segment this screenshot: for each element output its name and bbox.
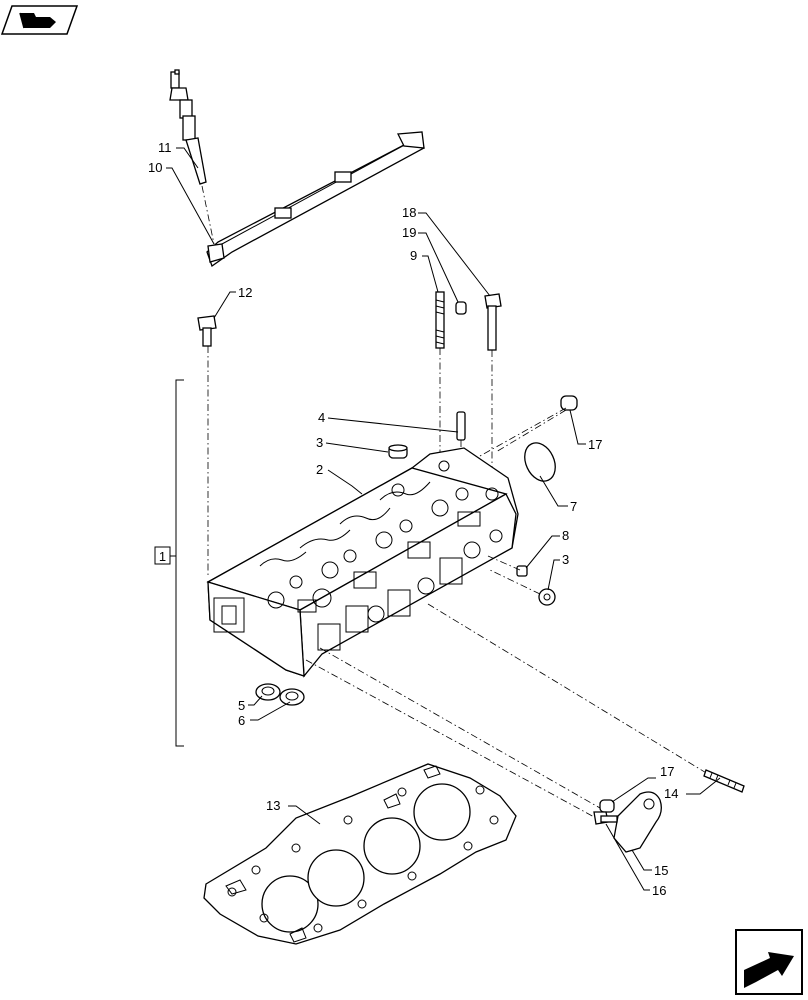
callout-8: 8 — [562, 528, 569, 543]
callout-3-side: 3 — [562, 552, 569, 567]
callout-3-top: 3 — [316, 435, 323, 450]
callout-5: 5 — [238, 698, 245, 713]
assembly-group-bracket: 1 — [154, 379, 184, 747]
callout-16: 16 — [652, 883, 666, 898]
lifting-bracket-15 — [613, 791, 662, 853]
cylinder-head — [206, 447, 519, 678]
glow-plug — [169, 69, 207, 185]
glow-plug-harness-rail — [206, 131, 425, 268]
seal-3-top — [388, 444, 408, 459]
stud-9 — [435, 291, 445, 349]
callout-14: 14 — [664, 786, 678, 801]
callout-9: 9 — [410, 248, 417, 263]
callout-2: 2 — [316, 462, 323, 477]
callout-15: 15 — [654, 863, 668, 878]
callout-labels: 11 10 12 18 19 9 4 3 2 17 7 8 3 5 6 13 1… — [148, 140, 678, 898]
callout-7: 7 — [570, 499, 577, 514]
bolt-16 — [593, 811, 618, 825]
next-page-arrow-icon[interactable] — [735, 929, 803, 995]
callout-10: 10 — [148, 160, 162, 175]
book-arrow-icon[interactable] — [0, 5, 79, 35]
bolt-18 — [484, 293, 502, 351]
stud-14 — [703, 769, 745, 793]
dowel-pin-4 — [456, 411, 466, 441]
pin-8 — [516, 565, 528, 577]
callout-18: 18 — [402, 205, 416, 220]
callout-12: 12 — [238, 285, 252, 300]
seal-ring-6 — [279, 688, 305, 706]
callout-17-lower: 17 — [660, 764, 674, 779]
seal-17-lower — [599, 799, 615, 813]
seal-3-side — [538, 588, 556, 606]
callout-13: 13 — [266, 798, 280, 813]
cap-19 — [455, 301, 467, 315]
head-gasket — [203, 763, 517, 945]
callout-6: 6 — [238, 713, 245, 728]
bolt-12 — [197, 315, 217, 347]
callout-17-upper: 17 — [588, 437, 602, 452]
leader-lines — [166, 147, 721, 891]
expansion-plug-7 — [524, 442, 556, 482]
seal-17-upper — [560, 395, 578, 411]
seal-ring-5 — [255, 683, 281, 701]
callout-4: 4 — [318, 410, 325, 425]
callout-19: 19 — [402, 225, 416, 240]
callout-11: 11 — [158, 140, 172, 155]
group-label: 1 — [159, 549, 166, 564]
